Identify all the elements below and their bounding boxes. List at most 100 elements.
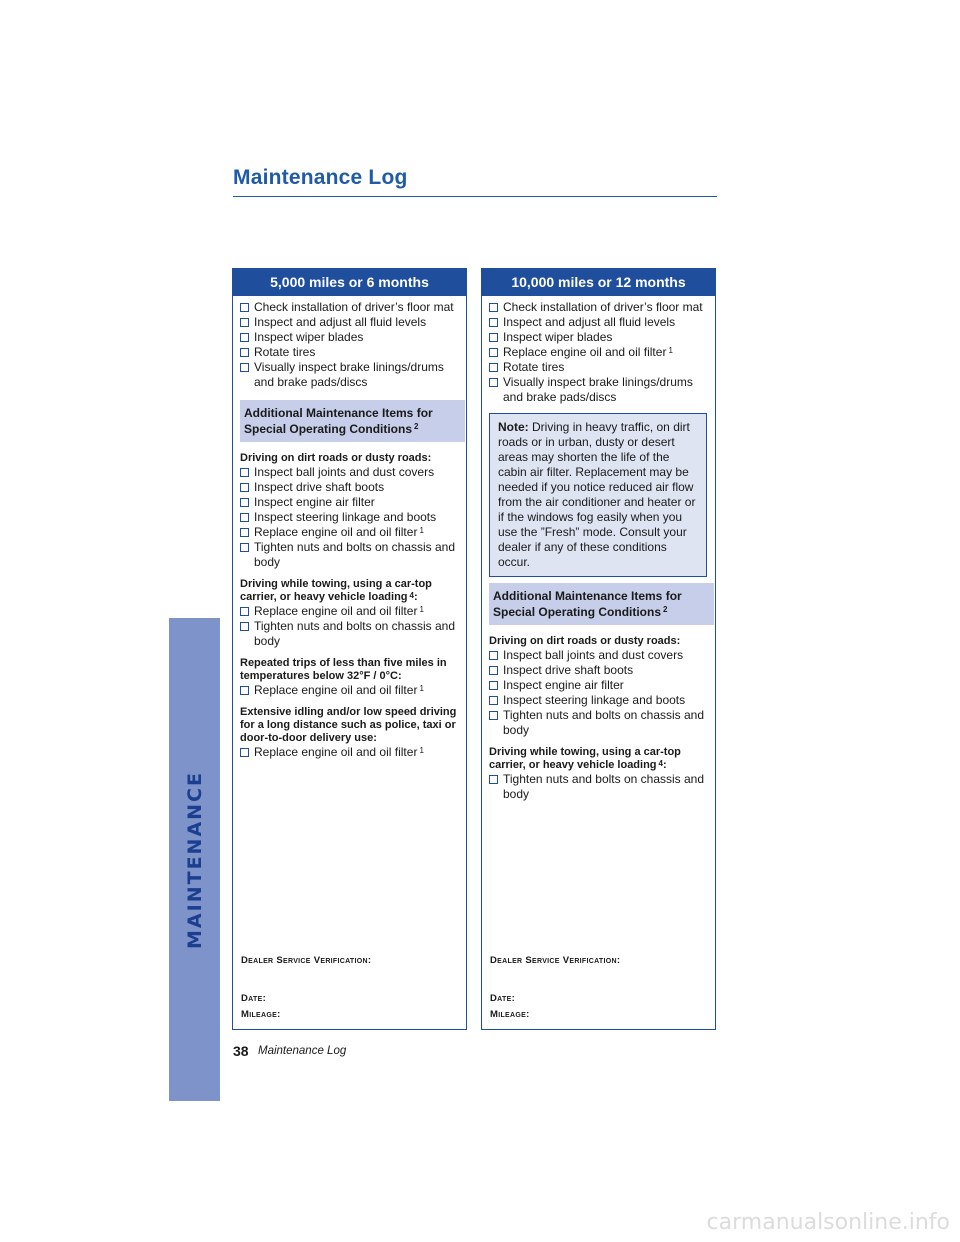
checklist-item: Inspect steering linkage and boots: [240, 510, 462, 525]
checklist-item: Inspect engine air filter: [489, 678, 711, 693]
page-number: 38: [233, 1043, 249, 1059]
checkbox-icon[interactable]: [489, 666, 498, 675]
checkbox-icon[interactable]: [240, 622, 249, 631]
checklist-item-text: Inspect drive shaft boots: [254, 480, 385, 494]
checklist-item: Visually inspect brake linings/drums and…: [240, 360, 462, 390]
footnote-ref: 1: [668, 346, 673, 355]
date-label: DATE:: [241, 993, 267, 1004]
footnote-ref: 1: [419, 605, 424, 614]
side-tab-label: MAINTENANCE: [183, 770, 206, 949]
checklist-item: Check installation of driver’s floor mat: [240, 300, 462, 315]
checkbox-icon[interactable]: [489, 651, 498, 660]
checkbox-icon[interactable]: [240, 468, 249, 477]
checklist-item-text: Tighten nuts and bolts on chassis and bo…: [254, 540, 456, 569]
checkbox-icon[interactable]: [240, 348, 249, 357]
checkbox-icon[interactable]: [240, 543, 249, 552]
checkbox-icon[interactable]: [240, 513, 249, 522]
checkbox-icon[interactable]: [240, 333, 249, 342]
checkbox-icon[interactable]: [489, 363, 498, 372]
title-divider: [233, 196, 717, 197]
additional-line1: Additional Maintenance Items for: [493, 589, 682, 603]
checkbox-icon[interactable]: [240, 528, 249, 537]
condition-heading: Driving while towing, using a car-top ca…: [489, 746, 681, 771]
checklist-item: Inspect steering linkage and boots: [489, 693, 711, 708]
column-5000-miles: 5,000 miles or 6 months Check installati…: [232, 268, 467, 1030]
checklist-item-text: Inspect wiper blades: [503, 330, 613, 344]
additional-items-box: Additional Maintenance Items for Special…: [489, 583, 714, 625]
checklist-item-text: Inspect steering linkage and boots: [254, 510, 437, 524]
checklist-item: Inspect ball joints and dust covers: [240, 465, 462, 480]
note-text: Driving in heavy traffic, on dirt roads …: [498, 420, 696, 569]
checkbox-icon[interactable]: [240, 303, 249, 312]
checklist-item-text: Rotate tires: [254, 345, 316, 359]
condition-checklist: Tighten nuts and bolts on chassis and bo…: [489, 772, 711, 802]
note-box: Note: Driving in heavy traffic, on dirt …: [489, 413, 707, 577]
checkbox-icon[interactable]: [489, 696, 498, 705]
checklist-item: Rotate tires: [489, 360, 711, 375]
checklist: Check installation of driver’s floor mat…: [489, 300, 711, 405]
checkbox-icon[interactable]: [240, 607, 249, 616]
footer-title: Maintenance Log: [258, 1045, 347, 1057]
checkbox-icon[interactable]: [240, 363, 249, 372]
mileage-label: MILEAGE:: [241, 1009, 281, 1020]
checkbox-icon[interactable]: [489, 775, 498, 784]
checkbox-icon[interactable]: [240, 318, 249, 327]
checkbox-icon[interactable]: [240, 748, 249, 757]
checkbox-icon[interactable]: [489, 711, 498, 720]
checkbox-icon[interactable]: [489, 378, 498, 387]
checklist-item: Inspect and adjust all fluid levels: [240, 315, 462, 330]
checklist-item: Tighten nuts and bolts on chassis and bo…: [240, 619, 462, 649]
checkbox-icon[interactable]: [240, 686, 249, 695]
checklist-item-text: Replace engine oil and oil filter: [254, 683, 418, 697]
checklist-item-text: Tighten nuts and bolts on chassis and bo…: [254, 619, 456, 648]
date-label: DATE:: [490, 993, 516, 1004]
checkbox-icon[interactable]: [489, 681, 498, 690]
checklist-item-text: Inspect wiper blades: [254, 330, 364, 344]
condition-sections: Driving on dirt roads or dusty roads:Ins…: [489, 635, 711, 802]
checklist-item-text: Inspect ball joints and dust covers: [503, 648, 684, 662]
checklist-item-text: Inspect and adjust all fluid levels: [254, 315, 427, 329]
dealer-verification-label: DEALER SERVICE VERIFICATION:: [490, 955, 621, 966]
checklist-item-text: Replace engine oil and oil filter: [254, 525, 418, 539]
condition-heading: Extensive idling and/or low speed drivin…: [240, 706, 457, 744]
column-body: Check installation of driver’s floor mat…: [482, 296, 715, 802]
watermark: carmanualsonline.info: [706, 1210, 950, 1235]
condition-heading: Driving while towing, using a car-top ca…: [240, 578, 432, 603]
checkbox-icon[interactable]: [489, 318, 498, 327]
checklist-item-text: Inspect steering linkage and boots: [503, 693, 686, 707]
checkbox-icon[interactable]: [489, 303, 498, 312]
checklist-item-text: Check installation of driver’s floor mat: [503, 300, 703, 314]
checklist-item-text: Inspect engine air filter: [503, 678, 624, 692]
checkbox-icon[interactable]: [240, 498, 249, 507]
checkbox-icon[interactable]: [489, 333, 498, 342]
condition-sections: Driving on dirt roads or dusty roads:Ins…: [240, 452, 462, 760]
mileage-label: MILEAGE:: [490, 1009, 530, 1020]
condition-heading: Driving on dirt roads or dusty roads:: [240, 452, 432, 464]
checklist-item: Inspect ball joints and dust covers: [489, 648, 711, 663]
checkbox-icon[interactable]: [489, 348, 498, 357]
footnote-ref: 1: [419, 746, 424, 755]
checklist-item: Inspect drive shaft boots: [489, 663, 711, 678]
dealer-verification-label: DEALER SERVICE VERIFICATION:: [241, 955, 372, 966]
column-header: 5,000 miles or 6 months: [233, 269, 466, 296]
checklist-item: Check installation of driver’s floor mat: [489, 300, 711, 315]
checklist-item: Tighten nuts and bolts on chassis and bo…: [240, 540, 462, 570]
checklist-item: Inspect wiper blades: [240, 330, 462, 345]
additional-line1: Additional Maintenance Items for: [244, 406, 433, 420]
column-header: 10,000 miles or 12 months: [482, 269, 715, 296]
additional-items-box: Additional Maintenance Items for Special…: [240, 400, 465, 442]
checklist-item-text: Visually inspect brake linings/drums and…: [254, 360, 444, 389]
checklist-item-text: Inspect drive shaft boots: [503, 663, 634, 677]
checkbox-icon[interactable]: [240, 483, 249, 492]
column-body: Check installation of driver’s floor mat…: [233, 296, 466, 760]
